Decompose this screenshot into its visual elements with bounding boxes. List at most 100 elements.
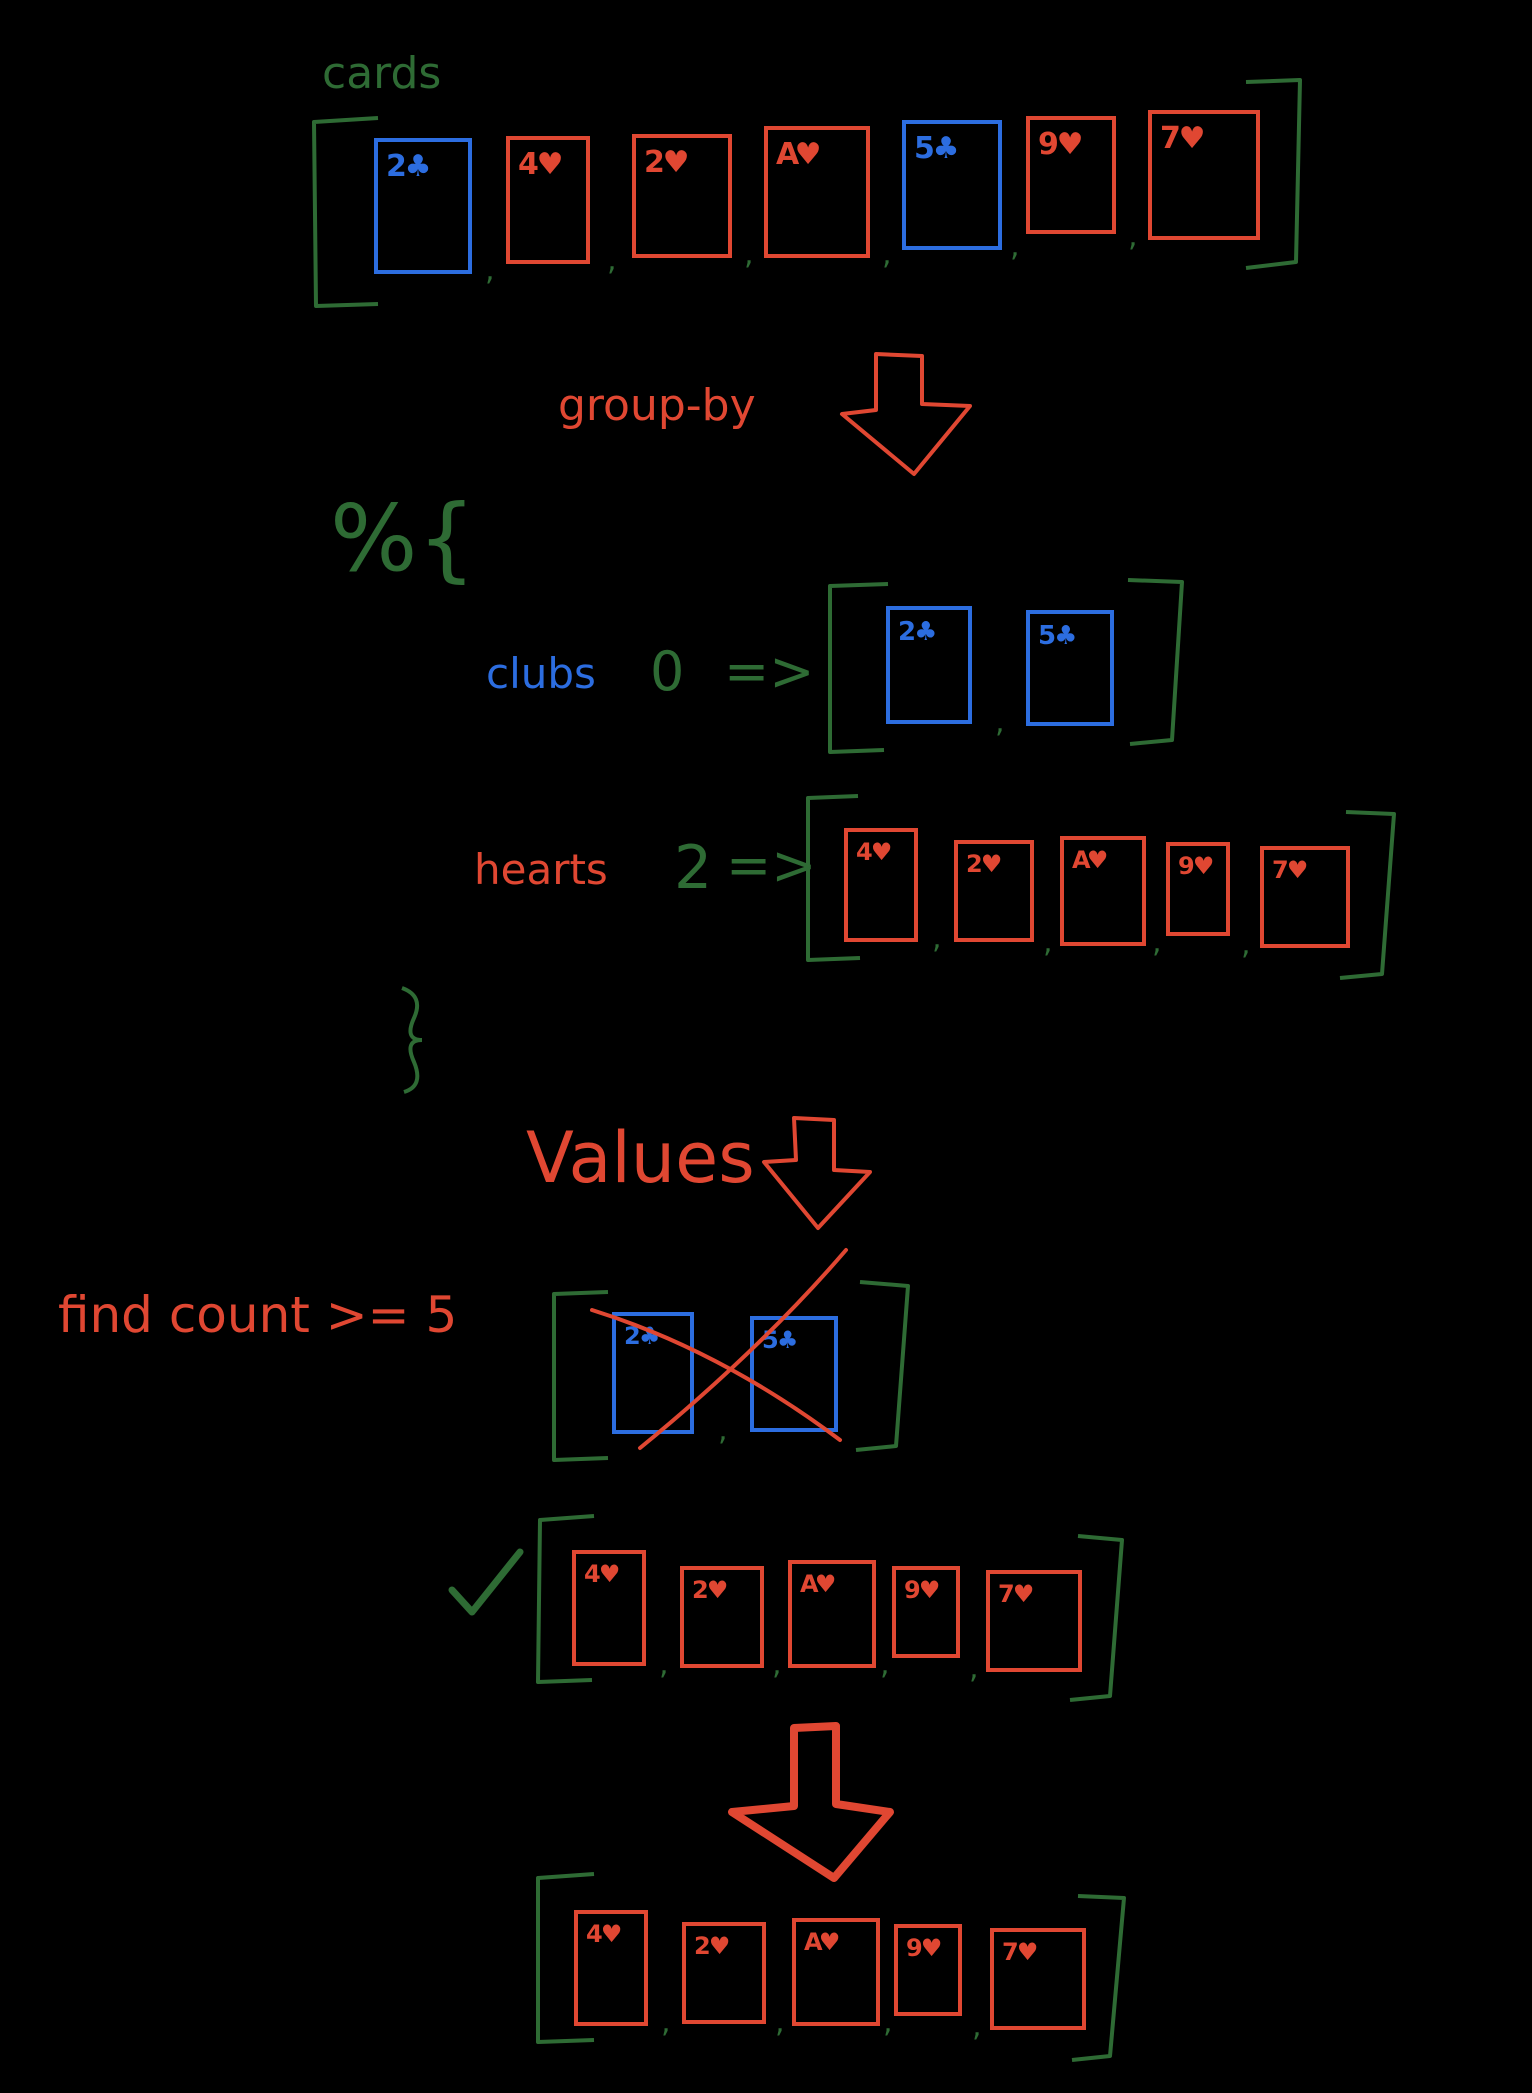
right-bracket xyxy=(1071,1894,1126,2062)
down-arrow-icon xyxy=(728,1722,894,1882)
card: 2♥ xyxy=(954,840,1034,942)
card-label: 4 xyxy=(518,147,539,182)
card-suit-icon: ♥ xyxy=(599,1560,621,1588)
comma-separator: , xyxy=(485,253,495,288)
card-outline xyxy=(572,1550,646,1666)
clubs-arrow-op: => xyxy=(724,640,815,703)
right-bracket xyxy=(1245,78,1302,270)
hearts-row: 4♥,2♥,A♥,9♥,7♥ xyxy=(844,828,1350,962)
card-label: 2 xyxy=(624,1322,641,1350)
card-label: 5 xyxy=(1038,621,1056,651)
card: 9♥ xyxy=(892,1566,960,1658)
card-outline xyxy=(954,840,1034,942)
card: 4♥ xyxy=(844,828,918,942)
card-outline xyxy=(892,1566,960,1658)
card-suit-icon: ♣ xyxy=(914,617,937,647)
comma-separator: , xyxy=(883,2005,893,2040)
cards-row: 2♣,4♥,2♥,A♥,5♣,9♥,7♥ xyxy=(374,110,1260,288)
comma-separator: , xyxy=(661,2005,671,2040)
left-bracket xyxy=(828,582,889,754)
card-suit-icon: ♥ xyxy=(1287,856,1309,884)
left-bracket xyxy=(312,116,379,308)
card-suit-icon: ♥ xyxy=(1017,1938,1039,1966)
rejected-clubs-list: 2 ♣, 5♣ xyxy=(552,1248,910,1462)
card-suit-icon: ♥ xyxy=(815,1570,837,1598)
card-outline xyxy=(1260,846,1350,948)
right-bracket xyxy=(1127,578,1184,746)
card: 2♣ xyxy=(374,138,472,274)
card-suit-icon: ♥ xyxy=(601,1920,623,1948)
comma-separator: , xyxy=(1128,219,1138,254)
card: A♥ xyxy=(788,1560,876,1668)
left-bracket xyxy=(806,794,861,962)
card-label: 9 xyxy=(1178,852,1195,880)
card-suit-icon: ♥ xyxy=(663,145,690,180)
accepted-row: 4♥,2♥,A♥,9♥,7♥ xyxy=(572,1550,1082,1686)
values-label: Values xyxy=(526,1117,755,1199)
card-label: 4 xyxy=(856,838,873,866)
x-cross-icon xyxy=(590,1248,848,1450)
find-count-label: find count >= 5 xyxy=(58,1286,457,1344)
comma-separator: , xyxy=(1241,927,1251,962)
card-outline xyxy=(990,1928,1086,2030)
card-label: A xyxy=(800,1570,819,1598)
card: 2♣ xyxy=(886,606,972,724)
rejected-row: 2 ♣, 5♣ xyxy=(612,1312,838,1448)
card: 5♣ xyxy=(750,1316,838,1432)
clubs-list: 2♣, 5 ♣ xyxy=(828,578,1184,754)
comma-separator: , xyxy=(1010,229,1020,264)
down-arrow-icon xyxy=(762,1116,872,1230)
card-suit-icon: ♥ xyxy=(921,1934,943,1962)
card-suit-icon: ♣ xyxy=(777,1326,799,1354)
card-suit-icon: ♥ xyxy=(1179,121,1206,156)
card-label: 2 xyxy=(692,1576,709,1604)
card: 4♥ xyxy=(572,1550,646,1666)
card-suit-icon: ♣ xyxy=(405,149,432,184)
card-label: 5 xyxy=(914,131,935,166)
card-label: 4 xyxy=(584,1560,601,1588)
card-label: A xyxy=(776,137,800,172)
card: A♥ xyxy=(764,126,870,258)
card: 7♥ xyxy=(1148,110,1260,240)
clubs-label: clubs xyxy=(486,649,596,698)
card-outline xyxy=(1166,842,1230,936)
card-suit-icon: ♥ xyxy=(819,1928,841,1956)
card-outline xyxy=(894,1924,962,2016)
card: 2♥ xyxy=(632,134,732,258)
card: 7♥ xyxy=(1260,846,1350,948)
card: A♥ xyxy=(1060,836,1146,946)
card-outline xyxy=(682,1922,766,2024)
comma-separator: , xyxy=(607,243,617,278)
card-suit-icon: ♥ xyxy=(1193,852,1215,880)
card-label: 4 xyxy=(586,1920,603,1948)
comma-separator: , xyxy=(995,705,1005,740)
card-outline xyxy=(792,1918,880,2026)
card: 2♥ xyxy=(682,1922,766,2024)
comma-separator: , xyxy=(1043,925,1053,960)
left-bracket xyxy=(552,1290,609,1462)
card-outline xyxy=(1060,836,1146,946)
cards-title: cards xyxy=(322,48,441,99)
comma-separator: , xyxy=(744,237,754,272)
checkmark-icon xyxy=(448,1548,524,1616)
comma-separator: , xyxy=(718,1413,728,1448)
group-by-label: group-by xyxy=(558,380,756,431)
accepted-hearts-list: 4♥,2♥,A♥,9♥,7♥ xyxy=(536,1514,1124,1702)
card-suit-icon: ♥ xyxy=(1057,127,1084,162)
right-bracket xyxy=(855,1280,910,1452)
hearts-key: 2 xyxy=(674,833,712,903)
card: 9♥ xyxy=(1166,842,1230,936)
card-outline xyxy=(844,828,918,942)
card-suit-icon: ♥ xyxy=(919,1576,941,1604)
card-label: 9 xyxy=(1038,127,1059,162)
card-outline xyxy=(902,120,1002,250)
map-open-brace: %{ xyxy=(330,485,476,592)
card-suit-icon: ♥ xyxy=(537,147,564,182)
clubs-row: 2♣, 5 ♣ xyxy=(886,606,1114,740)
card-label: 2 xyxy=(694,1932,711,1960)
card-outline xyxy=(632,134,732,258)
card-outline xyxy=(1148,110,1260,240)
result-row: 4♥,2♥,A♥,9♥,7♥ xyxy=(574,1910,1086,2044)
card-label: 7 xyxy=(1160,121,1181,156)
